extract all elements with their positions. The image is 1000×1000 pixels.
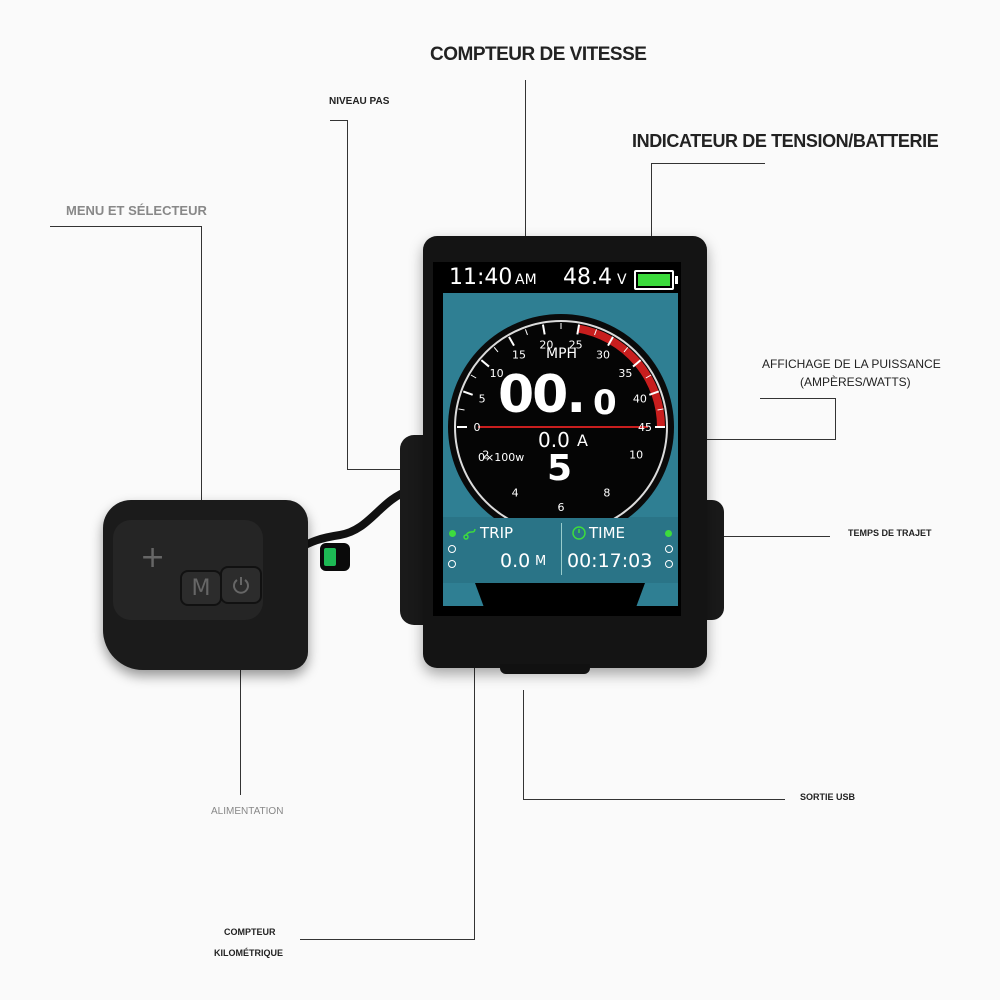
leader-menu-v [201, 226, 202, 568]
page-dot-active-left [449, 530, 456, 537]
label-power-line1: AFFICHAGE DE LA PUISSANCE [762, 357, 941, 371]
gauge-outer-label: 30 [596, 348, 610, 361]
plus-button[interactable]: + [140, 540, 166, 575]
gauge-ticks [457, 323, 665, 428]
leader-odo-h [300, 939, 475, 940]
speed-value: 00. [498, 365, 586, 425]
page-dot-left-2 [448, 545, 456, 553]
power-button[interactable] [220, 566, 262, 604]
label-odometer-line1: COMPTEUR [224, 927, 276, 937]
label-speedometer: COMPTEUR DE VITESSE [430, 44, 647, 65]
power-icon [233, 577, 249, 594]
leader-assist-h [330, 120, 348, 121]
gauge-inner-label: 2 [482, 448, 489, 461]
usb-port [500, 664, 590, 674]
trip-value: 0.0 [500, 550, 531, 572]
menu-button[interactable]: M [180, 570, 222, 606]
time-label: TIME [589, 524, 626, 542]
gauge-tick [480, 359, 490, 368]
cable [297, 486, 412, 552]
trip-unit: M [535, 554, 547, 569]
label-usb: SORTIE USB [800, 792, 856, 802]
gauge-tick [470, 374, 477, 379]
gauge-outer-label: 10 [490, 367, 504, 380]
gauge-tick [541, 324, 546, 335]
leader-usb-v [523, 690, 524, 800]
gauge-inner-label: 10 [629, 448, 643, 461]
gauge-inner-label: 6 [558, 501, 565, 514]
gauge-tick [645, 374, 652, 379]
stopwatch-icon [572, 526, 586, 540]
gauge-tick [508, 336, 515, 347]
gauge-tick [648, 390, 660, 396]
gauge-tick [462, 390, 474, 396]
leader-assist-v [347, 120, 348, 470]
leader-odo-v [474, 600, 475, 940]
clock-suffix: AM [515, 272, 537, 288]
speed-decimal: 0 [593, 383, 617, 423]
gauge-tick [493, 347, 499, 353]
battery-icon [634, 270, 678, 290]
time-value: 00:17:03 [567, 550, 653, 572]
page-dot-active-right [665, 530, 672, 537]
gauge-tick [576, 324, 581, 335]
gauge-inner-label: 8 [603, 487, 610, 500]
label-menu: MENU ET SÉLECTEUR [66, 203, 207, 218]
gauge-outer-label: 35 [618, 367, 632, 380]
leader-power-v [835, 398, 836, 440]
gauge-outer-label: 0 [474, 421, 481, 434]
leader-menu-h [50, 226, 202, 227]
gauge-outer-label: 25 [569, 338, 583, 351]
current-value: 0.0 [538, 428, 570, 452]
leader-battery-h [651, 163, 765, 164]
label-trip-time: TEMPS DE TRAJET [848, 528, 932, 538]
gauge-outer-label: 15 [512, 348, 526, 361]
leader-battery-v [651, 163, 652, 273]
battery-fill [638, 274, 670, 286]
page-dot-right-2 [665, 545, 673, 553]
leader-power-h1 [760, 398, 836, 399]
label-power-supply: ALIMENTATION [211, 806, 284, 817]
gauge-tick [458, 408, 465, 411]
trip-label: TRIP [480, 524, 514, 542]
power-scale: 0×100w [478, 451, 525, 464]
gauge-tick [607, 336, 614, 347]
gauge-tick [524, 329, 528, 336]
assist-level: 5 [547, 448, 573, 489]
leader-power-h2 [640, 439, 836, 440]
inner-tick-labels: 2 4 6 8 10 [482, 448, 643, 514]
gauge-inner-label: 4 [512, 487, 519, 500]
gauge-tick [657, 408, 664, 411]
gauge-tick [632, 359, 642, 368]
leader-trip-h [718, 536, 830, 537]
leader-speed-v [525, 80, 526, 300]
leader-power-supply-v [240, 600, 241, 795]
gauge-outer-label: 40 [633, 392, 647, 405]
page-dot-right-3 [665, 560, 673, 568]
label-battery: INDICATEUR DE TENSION/BATTERIE [632, 131, 939, 151]
bottom-bar [475, 583, 645, 606]
connector-green [324, 548, 336, 566]
gauge-tick [623, 347, 629, 353]
label-power-line2: (AMPÈRES/WATTS) [800, 375, 911, 389]
current-unit: A [577, 431, 588, 450]
label-odometer-line2: KILOMÉTRIQUE [214, 948, 283, 958]
clock: 11:40 [449, 265, 513, 290]
voltage-value: 48.4 [563, 265, 612, 290]
gauge-outer-label: 5 [479, 392, 486, 405]
page-dot-left-3 [448, 560, 456, 568]
panel-divider [561, 523, 562, 575]
gauge-outer-label: 45 [638, 421, 652, 434]
trip-icon [463, 528, 476, 540]
leader-usb-h [523, 799, 785, 800]
voltage-unit: V [617, 272, 627, 288]
info-panel [443, 517, 678, 583]
label-assist-level: NIVEAU PAS [329, 96, 390, 107]
speed-unit: MPH [546, 346, 578, 362]
gauge-outer-label: 20 [539, 338, 553, 351]
gauge-tick [594, 329, 598, 336]
